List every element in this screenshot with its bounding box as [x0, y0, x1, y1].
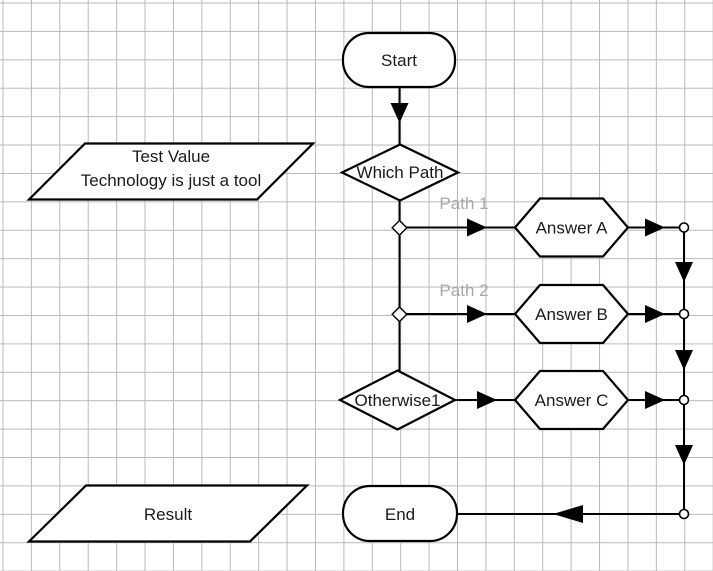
hexagon-shape [513, 369, 630, 431]
node-otherwise1[interactable]: Otherwise1 [337, 369, 458, 431]
terminator-shape [341, 484, 459, 543]
arrowhead-right-icon [645, 218, 665, 237]
node-start[interactable]: Start [341, 31, 457, 89]
node-which-path-label: Which Path [357, 163, 444, 182]
junction-circle-b[interactable] [678, 308, 690, 320]
edge-label-path2: Path 2 [439, 281, 488, 300]
arrowhead-down-icon [675, 262, 693, 282]
arrowhead-right-icon [467, 218, 487, 237]
arrowhead-right-icon [477, 391, 497, 409]
junction-circle-c[interactable] [678, 394, 690, 406]
connector-rail-b-c[interactable] [675, 318, 693, 396]
hexagon-shape [513, 283, 630, 345]
hexagon-shape [513, 197, 630, 258]
arrowhead-right-icon [467, 305, 487, 323]
node-answer-b[interactable]: Answer B [513, 283, 630, 345]
branch-diamond-path1[interactable] [391, 219, 408, 237]
connector-answer-c-to-junction[interactable] [628, 391, 679, 409]
node-end[interactable]: End [341, 484, 459, 543]
arrowhead-down-icon [675, 350, 693, 370]
node-answer-a[interactable]: Answer A [513, 197, 630, 258]
node-answer-a-label: Answer A [536, 219, 608, 238]
arrowhead-right-icon [645, 305, 665, 323]
node-which-path[interactable]: Which Path [339, 143, 461, 202]
node-test-value-line2: Technology is just a tool [81, 171, 262, 190]
connector-rail-a-b[interactable] [675, 232, 693, 310]
connector-path2[interactable] [391, 305, 515, 323]
arrowhead-down-icon [675, 445, 693, 465]
node-otherwise1-label: Otherwise1 [355, 391, 441, 410]
node-end-label: End [385, 505, 415, 524]
node-result[interactable]: Result [26, 484, 310, 543]
decision-shape [337, 369, 458, 431]
node-answer-c-label: Answer C [535, 391, 609, 410]
node-answer-c[interactable]: Answer C [513, 369, 630, 431]
arrowhead-down-icon [390, 103, 409, 123]
branch-diamond-path2[interactable] [391, 306, 408, 323]
junction-circle-a[interactable] [678, 222, 690, 233]
arrowhead-right-icon [645, 391, 665, 409]
node-answer-b-label: Answer B [535, 305, 608, 324]
node-start-label: Start [381, 51, 417, 70]
connector-junction-to-end[interactable] [458, 505, 680, 523]
node-test-value-line1: Test Value [132, 147, 210, 166]
node-test-value[interactable]: Test Value Technology is just a tool [26, 142, 316, 201]
connector-start-to-whichpath[interactable] [390, 87, 409, 144]
parallelogram-shape [26, 484, 310, 543]
terminator-shape [341, 31, 457, 89]
parallelogram-shape [26, 142, 316, 201]
node-result-label: Result [144, 505, 192, 524]
arrowhead-left-icon [553, 505, 583, 523]
edge-label-path1: Path 1 [439, 194, 488, 213]
decision-shape [339, 143, 461, 202]
junction-circle-end[interactable] [678, 508, 690, 520]
connector-path1[interactable] [391, 218, 515, 237]
connector-answer-b-to-junction[interactable] [628, 305, 679, 323]
connector-rail-c-end[interactable] [675, 404, 693, 510]
connector-otherwise-to-answer-c[interactable] [455, 391, 515, 409]
connector-answer-a-to-junction[interactable] [628, 218, 679, 237]
